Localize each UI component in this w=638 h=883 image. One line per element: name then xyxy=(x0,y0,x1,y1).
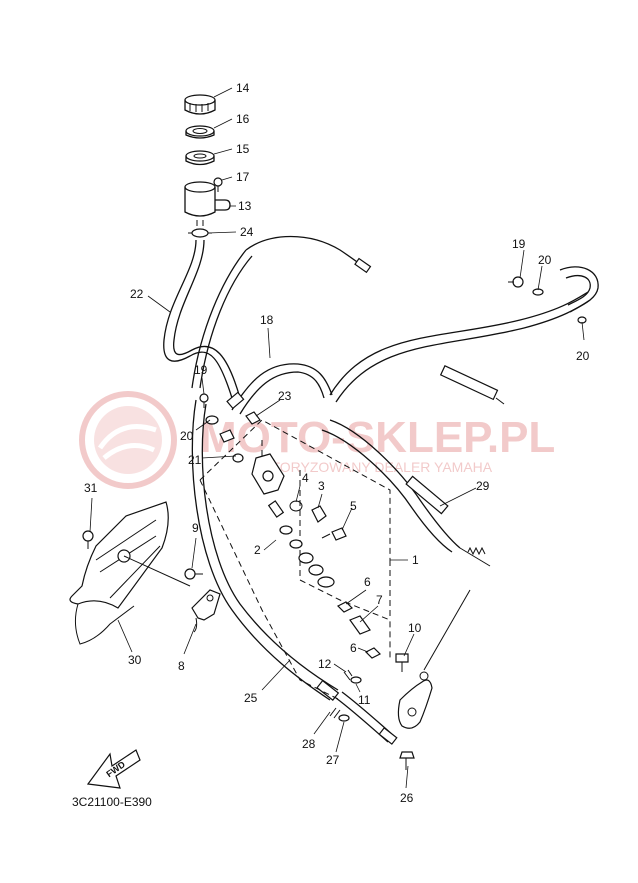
callout-19-left: 19 xyxy=(194,363,208,377)
callout-13: 13 xyxy=(238,199,252,213)
watermark-title: MOTO-SKLEP.PL xyxy=(200,413,555,462)
master-cylinder-parts xyxy=(199,276,587,770)
callout-3: 3 xyxy=(318,479,325,493)
watermark-logo-icon xyxy=(79,391,177,489)
callout-21: 21 xyxy=(188,453,202,467)
callout-23: 23 xyxy=(278,389,292,403)
callout-5: 5 xyxy=(350,499,357,513)
callout-6-lower: 6 xyxy=(350,641,357,655)
callout-18: 18 xyxy=(260,313,274,327)
diaphragm-holder-16 xyxy=(185,125,215,139)
callout-30: 30 xyxy=(128,653,142,667)
callout-14: 14 xyxy=(236,81,250,95)
bolt-9 xyxy=(184,568,203,580)
callout-27: 27 xyxy=(326,753,340,767)
callout-2: 2 xyxy=(254,543,261,557)
diaphragm-15 xyxy=(185,150,215,166)
brake-cable-25 xyxy=(191,399,398,745)
callout-22: 22 xyxy=(130,287,144,301)
callout-31: 31 xyxy=(84,481,98,495)
heat-guard-30 xyxy=(69,501,191,645)
callouts: 14 16 15 17 13 24 22 18 19 20 20 19 20 2… xyxy=(84,81,590,805)
callout-7: 7 xyxy=(376,593,383,607)
callout-11: 11 xyxy=(358,693,371,707)
callout-6-upper: 6 xyxy=(364,575,371,589)
reservoir-hose-22 xyxy=(163,239,241,399)
watermark: MOTO-SKLEP.PL AUTORYZOWANY DEALER YAMAHA xyxy=(79,391,555,489)
callout-16: 16 xyxy=(236,112,250,126)
brake-line-right xyxy=(329,266,599,405)
throttle-cable-upper xyxy=(191,235,372,389)
callout-24: 24 xyxy=(240,225,254,239)
diagram-code: 3C21100-E390 xyxy=(72,795,152,809)
callout-4: 4 xyxy=(302,471,309,485)
cable-29 xyxy=(321,419,491,567)
callout-20-top-right: 20 xyxy=(538,253,552,267)
callout-12: 12 xyxy=(318,657,332,671)
callout-19-right: 19 xyxy=(512,237,526,251)
callout-20-bottom-right: 20 xyxy=(576,349,590,363)
callout-1: 1 xyxy=(412,553,419,567)
screw-17 xyxy=(213,177,223,192)
callout-9: 9 xyxy=(192,521,199,535)
callout-17: 17 xyxy=(236,170,250,184)
reservoir-cap-14 xyxy=(184,94,216,115)
bracket-8 xyxy=(191,589,221,633)
callout-8: 8 xyxy=(178,659,185,673)
callout-26: 26 xyxy=(400,791,414,805)
reservoir-tank-13 xyxy=(184,181,231,226)
callout-10: 10 xyxy=(408,621,422,635)
leader-lines xyxy=(89,87,585,789)
callout-15: 15 xyxy=(236,142,250,156)
callout-20-left: 20 xyxy=(180,429,194,443)
callout-25: 25 xyxy=(244,691,258,705)
callout-28: 28 xyxy=(302,737,316,751)
brake-hose-18 xyxy=(226,363,333,415)
bolt-31 xyxy=(82,530,94,549)
fwd-arrow-icon: FWD xyxy=(86,749,141,789)
watermark-subtitle: AUTORYZOWANY DEALER YAMAHA xyxy=(252,459,493,475)
callout-29: 29 xyxy=(476,479,490,493)
